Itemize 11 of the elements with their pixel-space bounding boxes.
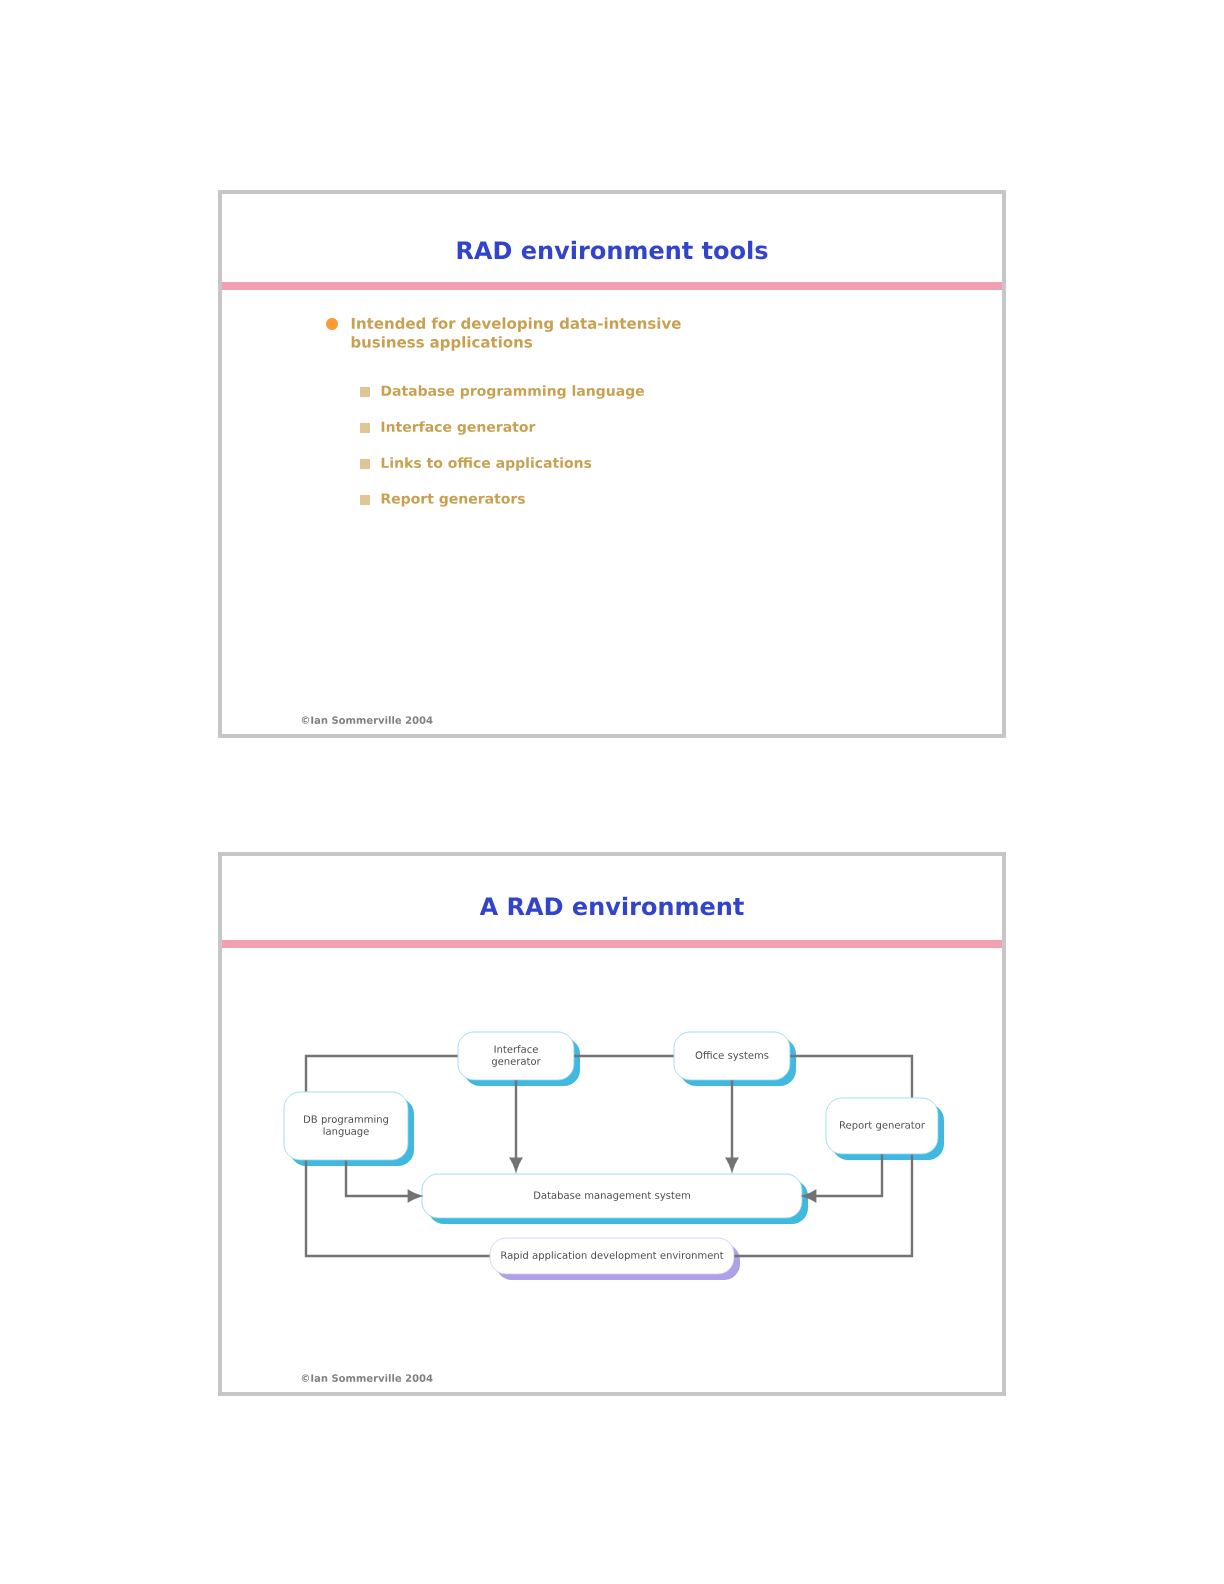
connector bbox=[790, 1054, 914, 1098]
connector bbox=[726, 1080, 738, 1171]
slide-title: RAD environment tools bbox=[457, 240, 768, 260]
connector bbox=[304, 1054, 458, 1092]
connector bbox=[574, 1054, 674, 1058]
connector bbox=[510, 1080, 522, 1171]
connector bbox=[803, 1154, 884, 1202]
slide-title: A RAD environment bbox=[479, 896, 744, 916]
connector bbox=[734, 1154, 914, 1258]
connector bbox=[304, 1160, 490, 1258]
connector bbox=[344, 1160, 421, 1202]
